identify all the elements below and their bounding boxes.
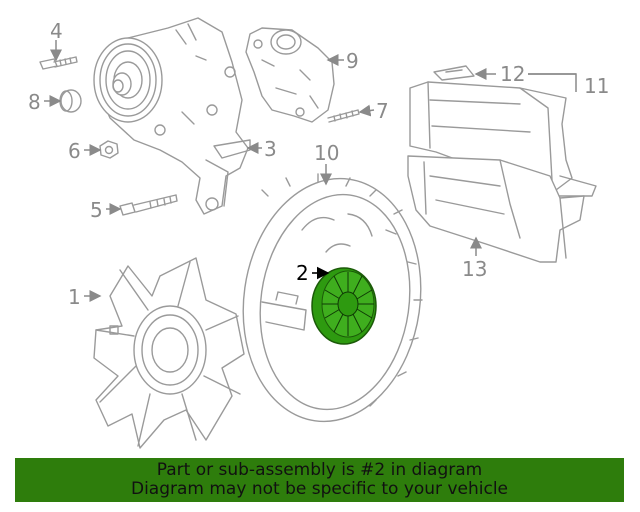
bolt-part-4 — [39, 56, 78, 70]
callout-11: 11 — [584, 74, 609, 98]
fan-clutch-part-2 — [311, 267, 377, 345]
callout-10: 10 — [314, 141, 339, 165]
callout-12: 12 — [500, 62, 525, 86]
leader-lines — [44, 40, 577, 302]
callout-5: 5 — [90, 198, 103, 222]
banner-line-2: Diagram may not be specific to your vehi… — [130, 479, 508, 499]
plug-part-8 — [59, 89, 82, 113]
stud-part-7 — [327, 109, 360, 123]
callout-6: 6 — [68, 139, 81, 163]
callout-2: 2 — [296, 261, 309, 285]
info-banner: Part or sub-assembly is #2 in diagram Di… — [15, 458, 624, 502]
callout-9: 9 — [346, 49, 359, 73]
housing-part-9 — [245, 27, 335, 123]
callout-3: 3 — [264, 137, 277, 161]
shroud-upper-part-11 — [409, 65, 597, 197]
nut-part-6 — [99, 140, 119, 159]
parts-diagram: 4 8 6 5 1 3 9 7 10 12 11 13 2 — [28, 17, 609, 449]
callout-1: 1 — [68, 285, 81, 309]
callout-7: 7 — [376, 99, 389, 123]
callout-13: 13 — [462, 257, 487, 281]
banner-line-1: Part or sub-assembly is #2 in diagram — [156, 460, 483, 480]
bolt-part-5 — [119, 194, 178, 216]
callout-4: 4 — [50, 19, 63, 43]
pump-bracket-part-3 — [93, 17, 251, 215]
callout-8: 8 — [28, 90, 41, 114]
shroud-lower-part-13 — [407, 155, 585, 263]
fan-blade-part-1 — [93, 257, 245, 449]
